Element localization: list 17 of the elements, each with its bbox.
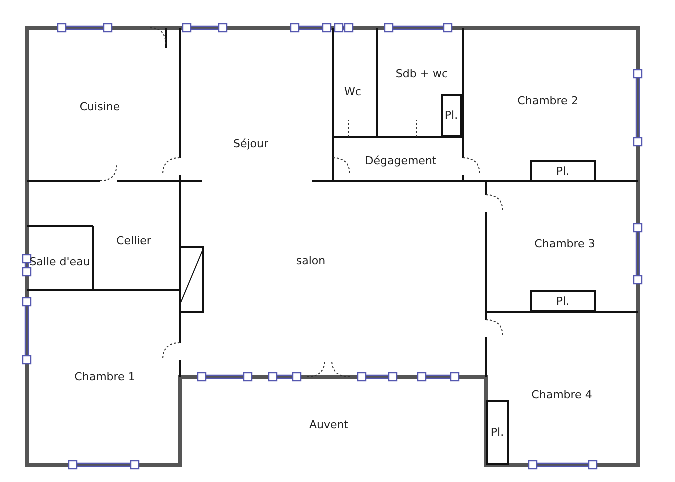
room-name: Salle d'eau — [30, 256, 90, 268]
room-name: Sdb + wc — [396, 68, 448, 80]
closet-box: Pl. — [486, 400, 509, 465]
room-name: salon — [296, 254, 326, 268]
room-name: Séjour — [233, 138, 269, 150]
room-name: Cuisine — [80, 100, 120, 114]
room-name: Auvent — [309, 418, 349, 432]
room-name: Chambre 2 — [518, 94, 578, 108]
room-name: Chambre 1 — [74, 370, 136, 384]
room-name: Dégagement — [365, 154, 437, 168]
room-name: Chambre 4 — [532, 388, 592, 402]
closet-box: Pl. — [530, 290, 596, 312]
room-name: Chambre 3 — [534, 238, 596, 250]
room-name: Cellier — [116, 234, 152, 248]
closet-box: Pl. — [441, 94, 462, 137]
room-name: Wc — [344, 86, 362, 98]
closet-box: Pl. — [530, 160, 596, 182]
